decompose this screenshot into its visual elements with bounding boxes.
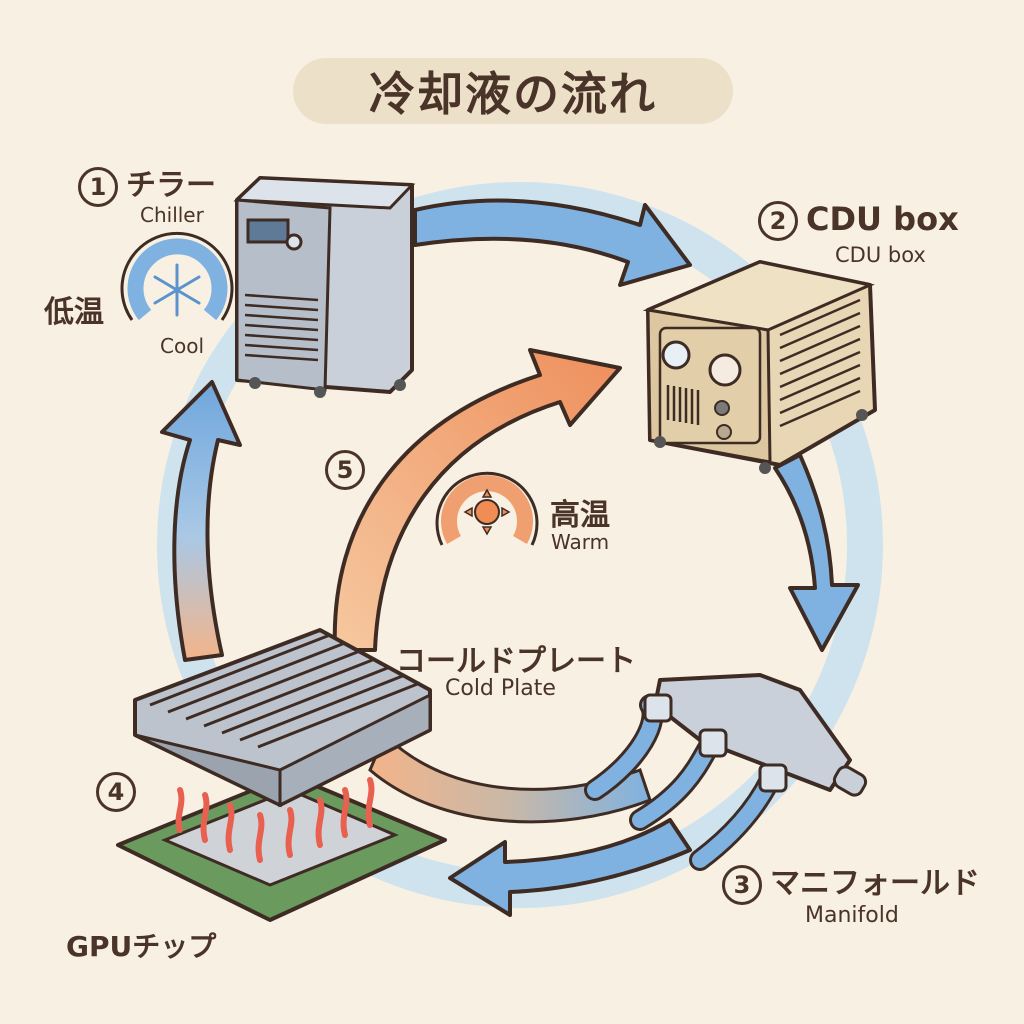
flow-arrow-warm-return (332, 348, 622, 652)
warm-label-ja: 高温 (550, 498, 610, 533)
step-2-number: 2 (758, 201, 798, 241)
step-2-name-en: CDU box (835, 243, 926, 267)
warm-label-en: Warm (551, 530, 610, 554)
cool-gauge (120, 231, 234, 321)
cold-plate-heatsink[interactable] (133, 628, 432, 808)
cdu-box-unit[interactable] (642, 260, 877, 474)
step-5-number: 5 (325, 450, 365, 490)
gpu-chip-label: GPUチップ (66, 930, 217, 963)
warm-gauge (435, 471, 539, 546)
flow-arrow-cdu-to-manifold (773, 453, 860, 652)
flow-arrow-manifold-to-gpu (448, 818, 692, 917)
chiller-display (246, 218, 290, 244)
step-1-name-en: Chiller (140, 203, 204, 227)
chiller-unit[interactable] (233, 176, 416, 398)
chiller-vent (244, 293, 319, 362)
cdu-gauge-cool (661, 340, 691, 370)
cold-plate-label-en: Cold Plate (445, 676, 556, 701)
step-3-name-en: Manifold (805, 903, 899, 928)
step-3-name-ja: マニフォールド (770, 866, 980, 901)
cool-label-en: Cool (160, 334, 204, 358)
step-2-name-ja: CDU box (806, 200, 959, 238)
cold-plate-label-ja: コールドプレート (396, 644, 636, 679)
step-4-number: 4 (96, 772, 136, 812)
step-4-label: 4 (96, 772, 144, 812)
gpu-chip[interactable] (116, 773, 447, 922)
manifold-unit[interactable] (584, 673, 868, 871)
flow-arrow-gpu-to-chiller (160, 380, 242, 662)
cdu-gauge-warm (708, 353, 742, 387)
sun-icon (463, 488, 511, 536)
heatsink-fins (149, 633, 421, 749)
title-banner: 冷却液の流れ (293, 58, 733, 124)
step-1-name-ja: チラー (126, 168, 216, 203)
step-1-number: 1 (78, 166, 118, 207)
page-title: 冷却液の流れ (369, 67, 657, 121)
flow-arrow-chiller-to-cdu (413, 198, 692, 287)
warm-tube (368, 732, 652, 824)
step-3-number: 3 (722, 864, 762, 905)
snowflake-icon (153, 263, 201, 317)
step-5-label: 5 (325, 450, 373, 490)
cdu-front-vent (666, 385, 700, 425)
cdu-side-vent (779, 298, 861, 428)
chiller-knob (285, 233, 303, 251)
cool-label-ja: 低温 (44, 295, 104, 330)
heat-arrows (175, 777, 375, 863)
